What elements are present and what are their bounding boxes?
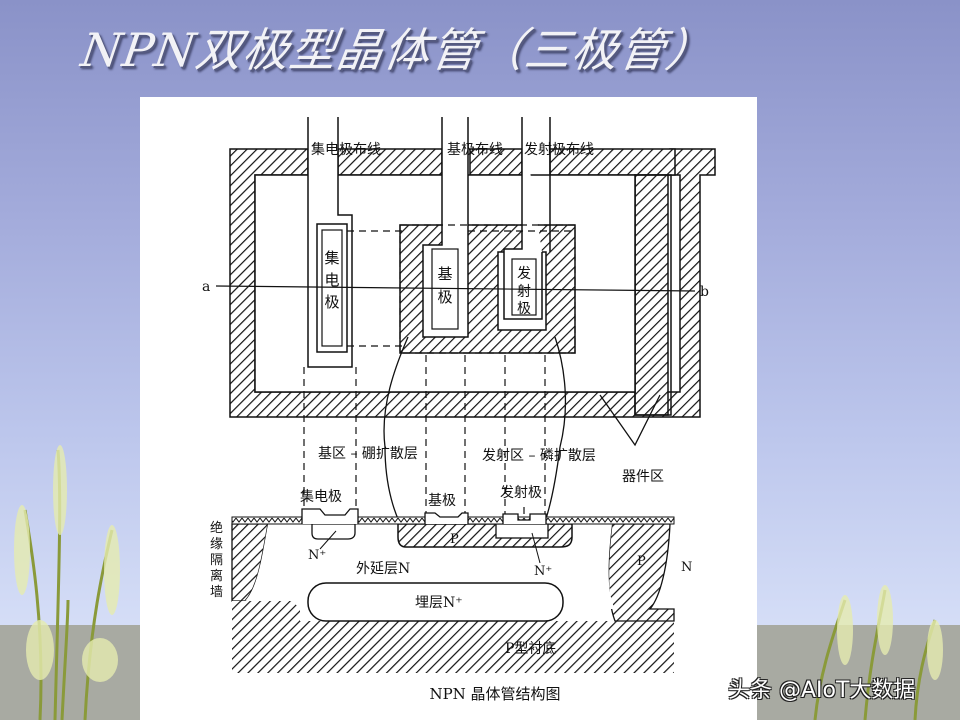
isolation-wall-char-5: 墙	[210, 585, 223, 600]
section-point-b: b	[700, 284, 709, 300]
slide-title: NPN双极型晶体管（三极管）	[77, 23, 717, 77]
base-diffusion-label: 基区 – 硼扩散层	[318, 445, 418, 462]
grass-left-decoration	[14, 445, 120, 720]
buried-layer	[307, 582, 564, 622]
p-substrate	[232, 621, 674, 673]
collector-contact-label: 集电极	[300, 488, 342, 505]
emitter-contact	[502, 513, 547, 524]
isolation-wall-char-3: 隔	[210, 553, 223, 568]
emitter-diffusion-label: 发射区 – 磷扩散层	[482, 448, 596, 464]
base-contact	[424, 512, 469, 524]
collector-wiring-label: 集电极布线	[311, 141, 381, 158]
cross-section: 集电极 基极 发射极 绝 缘 隔 离 墙 N⁺ P N⁺ 外延层N 埋层N⁺ P…	[210, 485, 692, 673]
emitter-wiring-label: 发射极布线	[524, 142, 594, 158]
collector-contact	[301, 508, 359, 524]
npn-structure-diagram: 集 电 极 基 极 发 射 极 集电极布线 基极布线 发射极布线 a b	[202, 117, 716, 703]
collector-n-plus-label: N⁺	[308, 548, 326, 563]
base-electrode-char-1: 基	[437, 265, 452, 283]
emitter-electrode-char-1: 发	[517, 266, 531, 282]
emitter-n-plus-label: N⁺	[534, 564, 552, 579]
base-p-label: P	[450, 532, 459, 547]
neighbor-n-label: N	[681, 560, 692, 575]
isolation-wall-char-4: 离	[210, 568, 223, 584]
grass-right-decoration	[813, 585, 943, 720]
collector-electrode-char-3: 极	[324, 293, 339, 311]
diagram-panel: 集 电 极 基 极 发 射 极 集电极布线 基极布线 发射极布线 a b	[140, 97, 757, 720]
epitaxial-layer-label: 外延层N	[356, 561, 410, 577]
section-line-ab	[215, 285, 696, 292]
isolation-wall-char-1: 绝	[210, 520, 223, 536]
collector-electrode-char-1: 集	[324, 249, 339, 267]
projection-lines	[303, 355, 546, 577]
emitter-n-plus	[495, 523, 549, 539]
collector-electrode-char-2: 电	[324, 271, 339, 289]
collector-n-plus	[311, 523, 356, 540]
buried-layer-label: 埋层N⁺	[415, 595, 463, 611]
emitter-contact-label: 发射极	[500, 485, 542, 501]
device-region-label: 器件区	[622, 469, 664, 485]
isolation-p-label: P	[637, 554, 646, 569]
base-contact-label: 基极	[428, 492, 456, 509]
diagram-caption: NPN 晶体管结构图	[429, 685, 560, 703]
right-isolation-p	[607, 523, 675, 622]
substrate-label: P型衬底	[505, 641, 556, 657]
watermark: 头条 @AIoT大数据	[728, 678, 916, 703]
base-wiring-label: 基极布线	[447, 141, 503, 158]
base-electrode-char-2: 极	[437, 288, 452, 306]
isolation-wall-char-2: 缘	[210, 537, 223, 552]
emitter-electrode-char-2: 射	[517, 284, 531, 300]
section-point-a: a	[202, 279, 210, 295]
emitter-electrode-char-3: 极	[517, 301, 531, 317]
top-view: 集 电 极 基 极 发 射 极 集电极布线 基极布线 发射极布线 a b	[202, 117, 716, 418]
